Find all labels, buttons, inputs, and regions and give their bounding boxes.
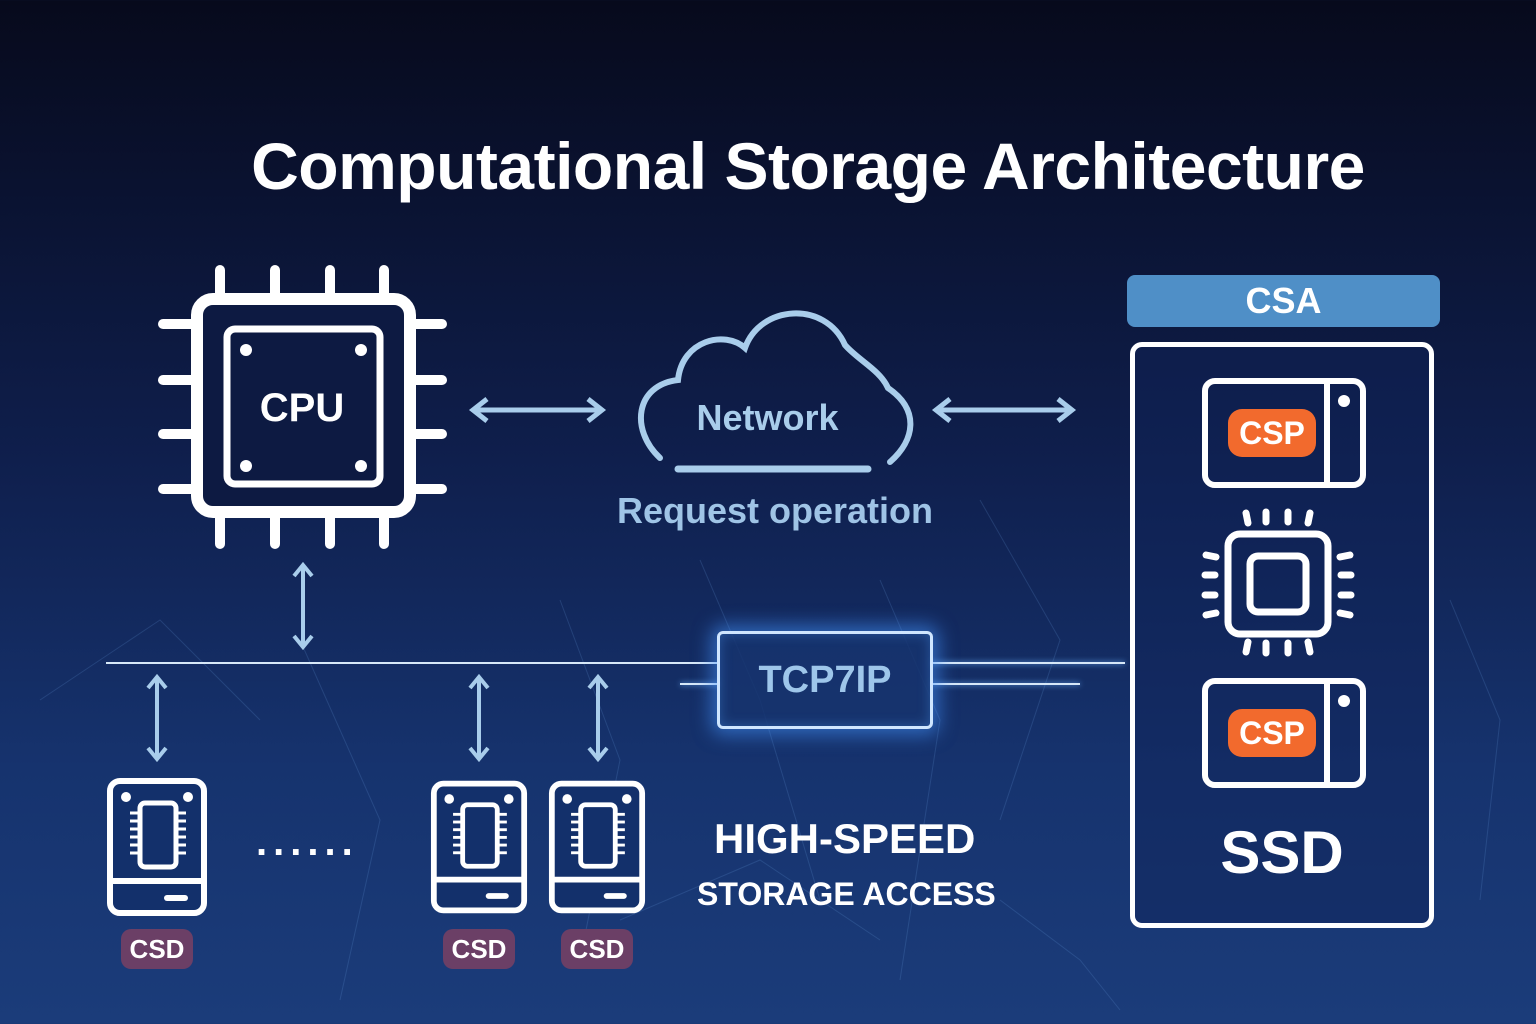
csd-badge: CSD bbox=[561, 929, 633, 969]
csp-module-icon bbox=[1202, 378, 1366, 488]
high-speed-label: HIGH-SPEED bbox=[714, 815, 976, 862]
page-title: Computational Storage Architecture bbox=[251, 129, 1365, 203]
network-label: Network bbox=[696, 397, 839, 438]
csd-drive-icon bbox=[548, 780, 646, 914]
csp-module-icon bbox=[1202, 678, 1366, 788]
csd-drive-icon bbox=[430, 780, 528, 914]
csd-drive-icon bbox=[107, 778, 207, 916]
bus-line-right-upper bbox=[930, 662, 1125, 664]
request-operation-label: Request operation bbox=[616, 490, 934, 531]
network-csa-arrow-icon bbox=[931, 397, 1077, 423]
cpu-chip-icon bbox=[158, 265, 447, 549]
csd-arrow-icon bbox=[146, 673, 168, 763]
ssd-label: SSD bbox=[1220, 819, 1344, 886]
cpu-bus-arrow-icon bbox=[292, 561, 314, 651]
csd-arrow-icon bbox=[468, 673, 490, 763]
cpu-network-arrow-icon bbox=[468, 397, 607, 423]
cpu-label: CPU bbox=[259, 386, 345, 430]
csa-header: CSA bbox=[1127, 275, 1440, 327]
csp-badge: CSP bbox=[1228, 709, 1316, 757]
cloud-icon bbox=[637, 310, 914, 473]
csd-badge: CSD bbox=[121, 929, 193, 969]
storage-access-label: STORAGE ACCESS bbox=[697, 876, 996, 912]
protocol-box: TCP7IP bbox=[717, 631, 933, 729]
bus-line-left-lower bbox=[680, 683, 720, 685]
storage-bus-line bbox=[106, 662, 720, 664]
csd-badge: CSD bbox=[443, 929, 515, 969]
processor-chip-icon bbox=[1201, 508, 1355, 657]
csd-arrow-icon bbox=[587, 673, 609, 763]
bus-line-right-lower bbox=[930, 683, 1080, 685]
csp-badge: CSP bbox=[1228, 409, 1316, 457]
ellipsis: ...... bbox=[256, 820, 359, 864]
